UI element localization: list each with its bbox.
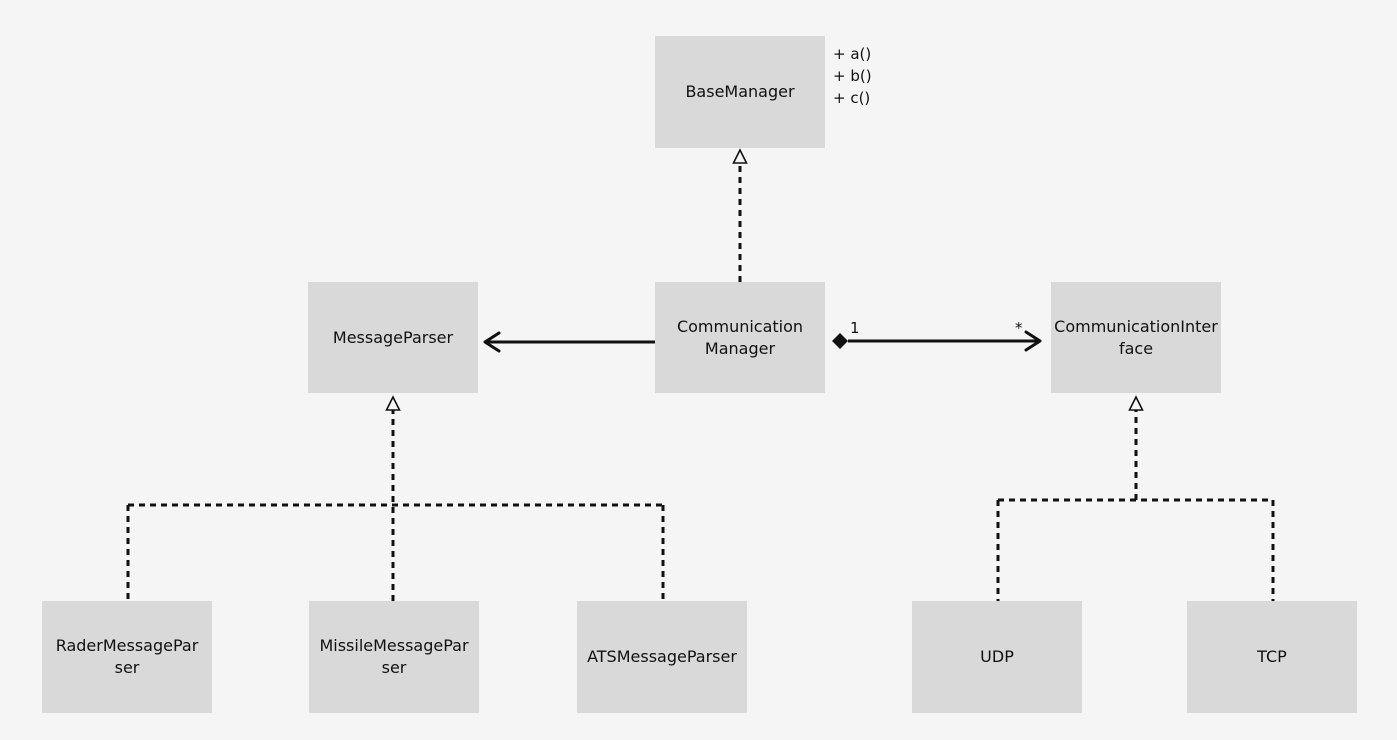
- base-manager-methods: + a() + b() + c(): [833, 45, 872, 107]
- class-name: TCP: [1257, 647, 1287, 666]
- class-tcp: TCP: [1187, 601, 1357, 713]
- class-missile-message-parser: MissileMessagePar ser: [309, 601, 479, 713]
- class-rader-message-parser: RaderMessagePar ser: [42, 601, 212, 713]
- class-udp: UDP: [912, 601, 1082, 713]
- class-communication-interface: CommunicationInter face: [1051, 282, 1221, 393]
- class-name: Communication Manager: [676, 316, 804, 358]
- multiplicity-source: 1: [850, 319, 860, 337]
- association-communication-manager-to-message-parser: [483, 331, 655, 353]
- realization-tree-communication-interface: [996, 395, 1275, 601]
- class-base-manager: BaseManager: [655, 36, 825, 148]
- class-message-parser: MessageParser: [308, 282, 478, 393]
- class-name: ATSMessageParser: [587, 647, 737, 666]
- open-arrowhead: [1024, 330, 1042, 352]
- class-ats-message-parser: ATSMessageParser: [577, 601, 747, 713]
- class-name: MessageParser: [332, 327, 454, 347]
- composition-diamond: [832, 333, 848, 349]
- realization-arrowhead: [385, 395, 401, 411]
- realization-communication-manager-to-base-manager: [732, 148, 748, 282]
- class-name: MissileMessagePar ser: [319, 636, 469, 677]
- class-communication-manager: Communication Manager: [655, 282, 825, 393]
- class-name: BaseManager: [685, 82, 795, 101]
- realization-arrowhead: [1128, 395, 1144, 411]
- realization-arrowhead: [732, 148, 748, 164]
- class-name: CommunicationInter face: [1054, 316, 1218, 358]
- class-name: RaderMessagePar ser: [55, 636, 199, 677]
- realization-tree-message-parser: [126, 395, 665, 601]
- multiplicity-target: *: [1015, 319, 1023, 337]
- composition-communication-manager-to-communication-interface: [832, 330, 1042, 352]
- class-name: UDP: [980, 647, 1014, 666]
- open-arrowhead: [483, 331, 501, 353]
